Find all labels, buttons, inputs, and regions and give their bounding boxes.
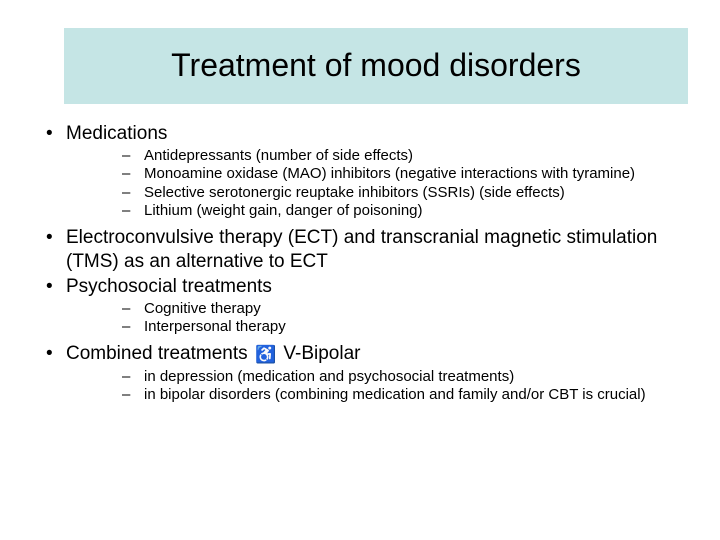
sub-bullet-ssri: – Selective serotonergic reuptake inhibi… [122,184,696,202]
sub-bullet-text: in bipolar disorders (combining medicati… [144,385,646,403]
sub-bullet-antidepressants: – Antidepressants (number of side effect… [122,147,696,165]
outline-level1-list: • Medications – Antidepressants (number … [38,122,696,404]
sub-bullet-text: Antidepressants (number of side effects) [144,147,414,165]
dash-marker-icon: – [122,147,131,165]
dash-marker-icon: – [122,165,131,183]
wheelchair-symbol-icon: ♿ [254,345,277,365]
bullet-text-suffix: V-Bipolar [283,343,361,365]
outline-level2-list-medications: – Antidepressants (number of side effect… [122,147,696,220]
dash-marker-icon: – [122,202,131,220]
sub-bullet-text: Selective serotonergic reuptake inhibito… [144,183,565,201]
dash-marker-icon: – [122,367,131,385]
slide-title-bar: Treatment of mood disorders [64,28,688,104]
outline-level2-list-combined: – in depression (medication and psychoso… [122,368,696,405]
sub-bullet-text: in depression (medication and psychosoci… [144,367,515,385]
bullet-text: Psychosocial treatments [66,275,272,297]
sub-bullet-in-bipolar: – in bipolar disorders (combining medica… [122,386,696,404]
bullet-marker-icon: • [46,227,53,249]
bullet-medications: • Medications – Antidepressants (number … [38,122,696,220]
dash-marker-icon: – [122,299,131,317]
bullet-marker-icon: • [46,275,53,297]
bullet-combined-treatments: • Combined treatments ♿ V-Bipolar – in d… [38,342,696,404]
bullet-text: Medications [66,123,168,144]
outline-level2-list-psychosocial: – Cognitive therapy – Interpersonal ther… [122,300,696,337]
page-title: Treatment of mood disorders [171,47,581,84]
bullet-text: Electroconvulsive therapy (ECT) and tran… [66,227,658,272]
sub-bullet-interpersonal-therapy: – Interpersonal therapy [122,318,696,336]
bullet-psychosocial-treatments: • Psychosocial treatments – Cognitive th… [38,275,696,337]
bullet-marker-icon: • [46,343,53,365]
bullet-ect-tms: • Electroconvulsive therapy (ECT) and tr… [38,226,696,272]
sub-bullet-text: Cognitive therapy [144,299,261,317]
dash-marker-icon: – [122,318,131,336]
dash-marker-icon: – [122,385,131,403]
sub-bullet-in-depression: – in depression (medication and psychoso… [122,368,696,386]
sub-bullet-lithium: – Lithium (weight gain, danger of poison… [122,202,696,220]
sub-bullet-mao: – Monoamine oxidase (MAO) inhibitors (ne… [122,165,696,183]
sub-bullet-cognitive-therapy: – Cognitive therapy [122,300,696,318]
slide-body: • Medications – Antidepressants (number … [28,122,696,410]
bullet-marker-icon: • [46,123,53,144]
sub-bullet-text: Lithium (weight gain, danger of poisonin… [144,202,423,220]
sub-bullet-text: Interpersonal therapy [144,318,286,336]
dash-marker-icon: – [122,183,131,201]
bullet-text: Combined treatments [66,343,248,365]
sub-bullet-text: Monoamine oxidase (MAO) inhibitors (nega… [144,165,636,183]
